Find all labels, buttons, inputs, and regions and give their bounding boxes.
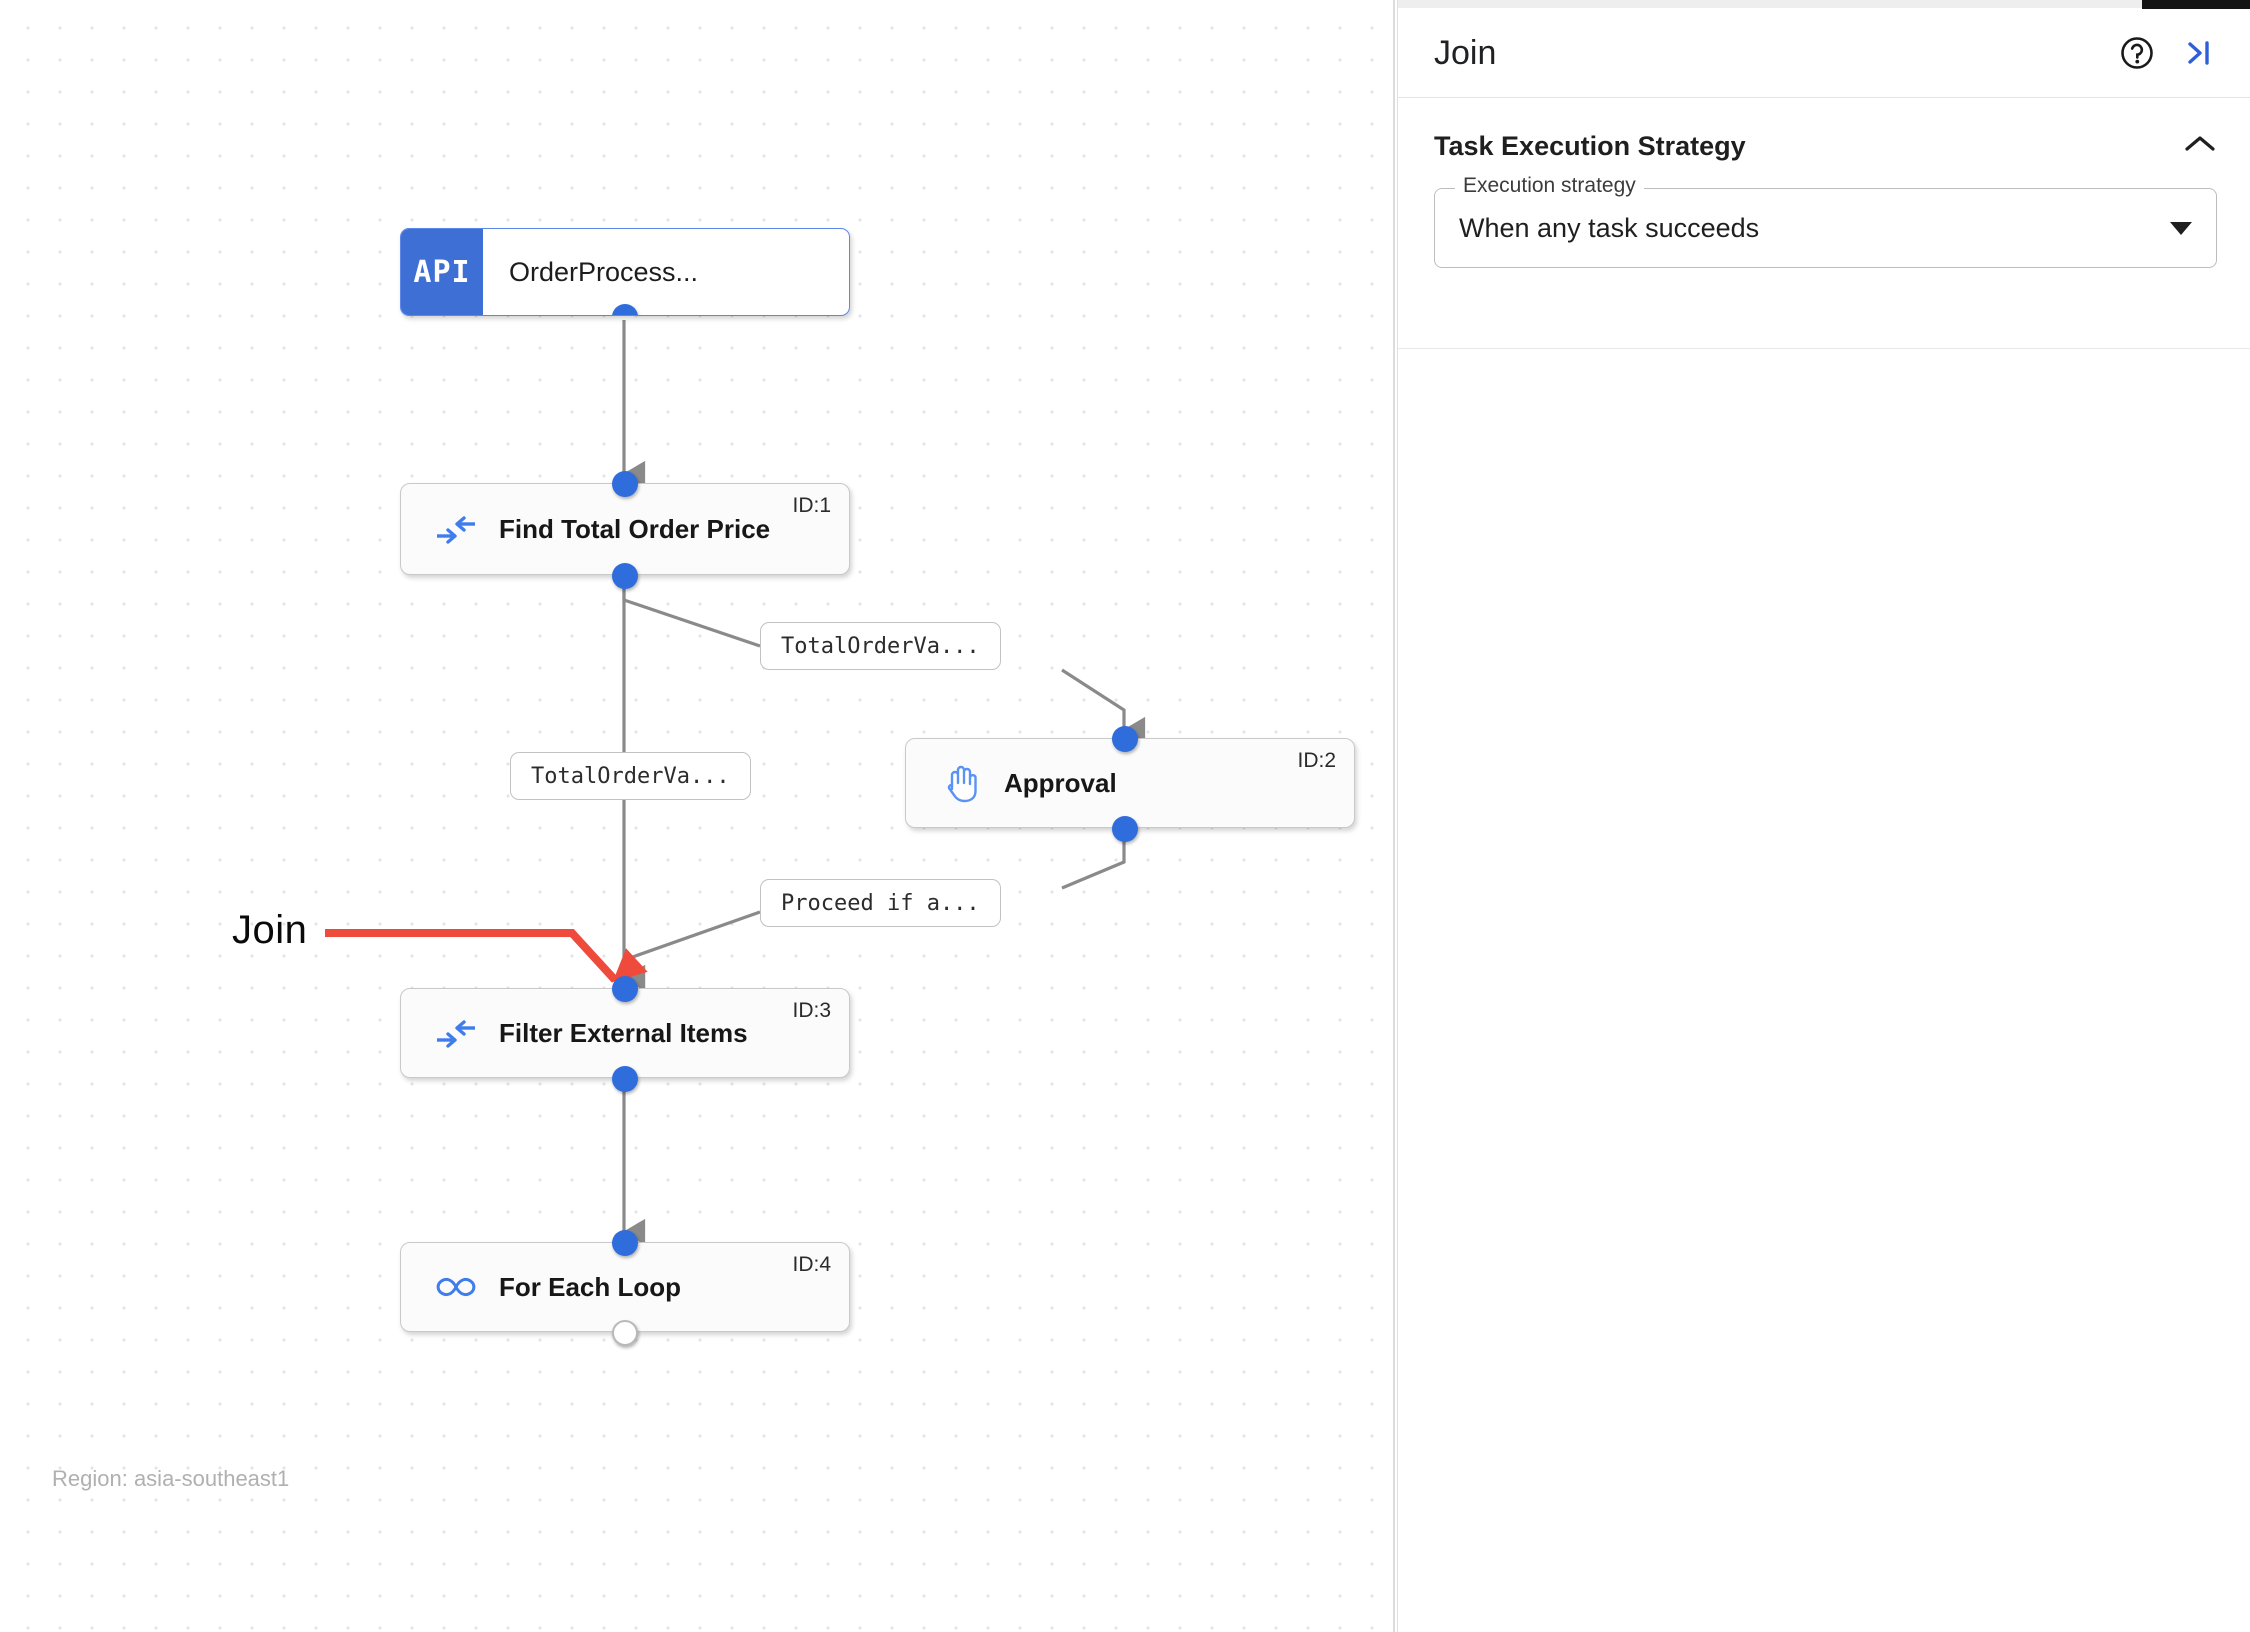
node-id-badge: ID:2 xyxy=(1297,749,1336,772)
output-port[interactable] xyxy=(612,304,638,315)
output-port[interactable] xyxy=(612,563,638,589)
input-port[interactable] xyxy=(612,976,638,1002)
region-label: Region: asia-southeast1 xyxy=(52,1466,290,1491)
section-divider xyxy=(1398,348,2250,349)
edge-label-totalordervalue-right[interactable]: TotalOrderVa... xyxy=(760,622,1001,670)
node-id-badge: ID:3 xyxy=(792,999,831,1022)
node-title: Filter External Items xyxy=(499,1017,748,1048)
edge-label-totalordervalue-left[interactable]: TotalOrderVa... xyxy=(510,752,751,800)
properties-panel: Join Task Execution Strategy xyxy=(1397,0,2250,1632)
node-title: For Each Loop xyxy=(499,1271,681,1302)
output-port[interactable] xyxy=(1112,816,1138,842)
section-title: Task Execution Strategy xyxy=(1434,131,1746,161)
output-port[interactable] xyxy=(612,1066,638,1092)
raised-hand-icon xyxy=(930,763,992,803)
node-title: Approval xyxy=(1004,767,1117,798)
node-title: OrderProcess... xyxy=(509,256,699,287)
panel-title: Join xyxy=(1434,33,1497,72)
node-task-for-each-loop[interactable]: For Each Loop ID:4 xyxy=(400,1230,850,1346)
api-badge-icon: API xyxy=(401,229,483,315)
merge-arrows-icon xyxy=(425,514,487,544)
input-port[interactable] xyxy=(1112,726,1138,752)
task-execution-strategy-section: Task Execution Strategy Execution strate… xyxy=(1398,99,2250,349)
node-task-find-total-order-price[interactable]: Find Total Order Price ID:1 xyxy=(400,471,850,589)
chevron-down-icon[interactable] xyxy=(2170,221,2192,235)
execution-strategy-select[interactable]: Execution strategy When any task succeed… xyxy=(1434,174,2217,268)
execution-strategy-value: When any task succeeds xyxy=(1459,212,1760,243)
workflow-canvas[interactable]: Join API OrderProcess... Find Total Orde… xyxy=(0,0,1395,1632)
edge-label-proceed-if-approved[interactable]: Proceed if a... xyxy=(760,879,1001,927)
infinity-icon xyxy=(425,1274,487,1300)
section-header[interactable]: Task Execution Strategy xyxy=(1398,99,2250,162)
annotation-label-join: Join xyxy=(232,908,308,952)
panel-top-strip xyxy=(1398,0,2250,8)
node-task-approval[interactable]: Approval ID:2 xyxy=(905,726,1355,842)
node-title: Find Total Order Price xyxy=(499,513,771,544)
help-circle-icon[interactable] xyxy=(2119,35,2155,71)
node-trigger-orderprocess[interactable]: API OrderProcess... xyxy=(400,228,850,316)
loop-output-port[interactable] xyxy=(612,1320,638,1346)
node-id-badge: ID:1 xyxy=(792,494,831,517)
chevron-up-icon[interactable] xyxy=(2183,133,2217,160)
window-corner-marker xyxy=(2142,0,2250,9)
node-task-filter-external-items[interactable]: Filter External Items ID:3 xyxy=(400,976,850,1092)
execution-strategy-field: Execution strategy When any task succeed… xyxy=(1398,162,2250,268)
panel-header: Join xyxy=(1398,9,2250,98)
execution-strategy-legend: Execution strategy xyxy=(1455,174,1644,198)
input-port[interactable] xyxy=(612,471,638,497)
merge-arrows-icon xyxy=(425,1018,487,1048)
node-id-badge: ID:4 xyxy=(792,1253,831,1276)
collapse-panel-icon[interactable] xyxy=(2181,35,2217,71)
input-port[interactable] xyxy=(612,1230,638,1256)
